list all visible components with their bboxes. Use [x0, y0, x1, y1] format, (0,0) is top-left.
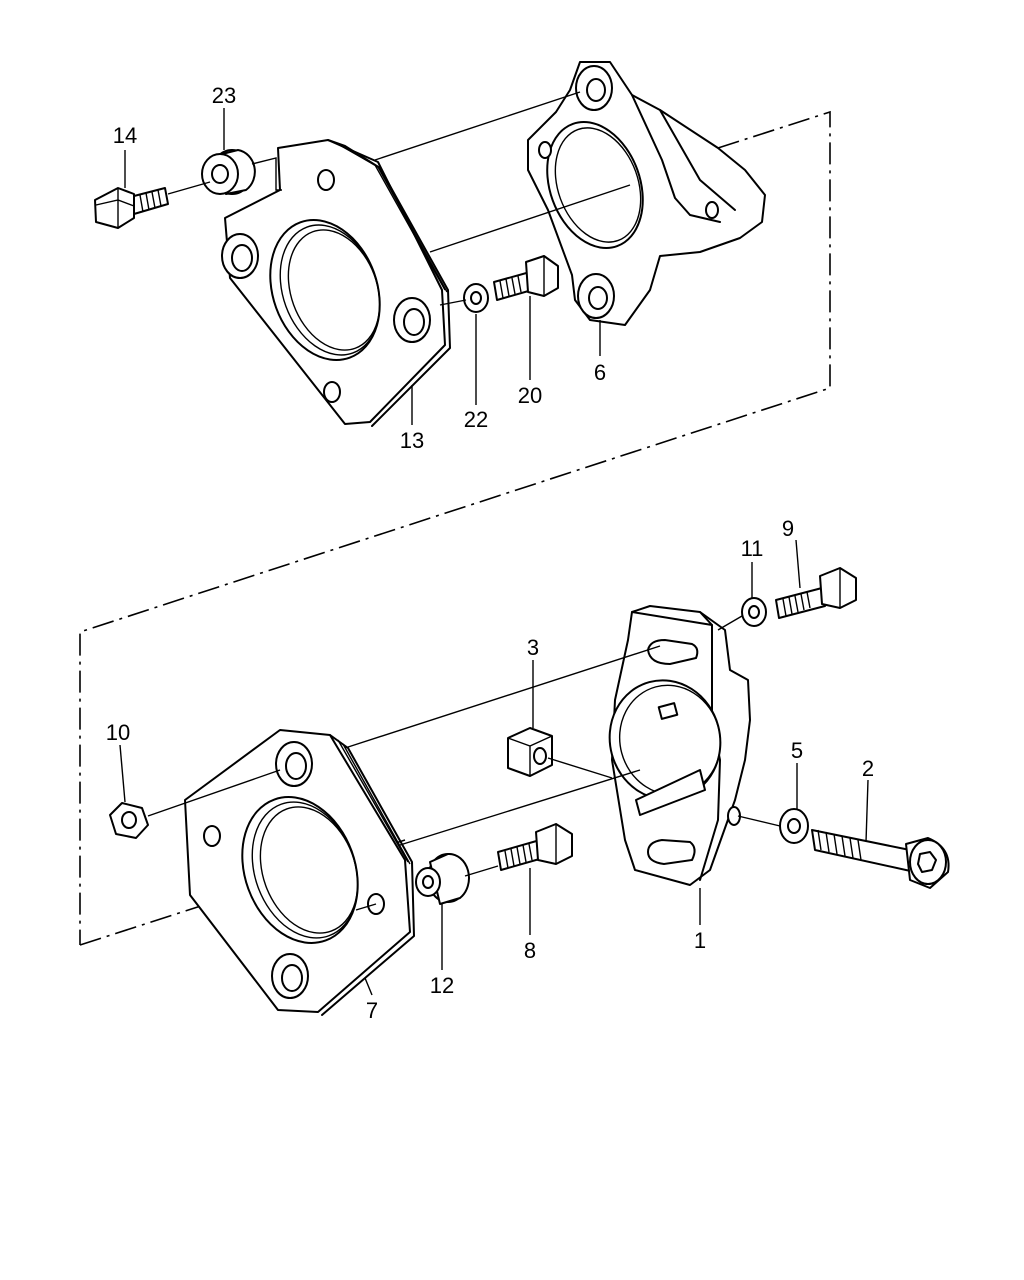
callout-5: 5	[791, 738, 803, 763]
callout-20: 20	[518, 383, 542, 408]
part-8-hex-bolt	[497, 823, 573, 871]
part-23-spacer	[201, 149, 256, 195]
callout-11: 11	[741, 536, 764, 561]
part-6-housing	[527, 61, 766, 326]
callout-1: 1	[694, 928, 706, 953]
callout-labels: 23 14 13 22 20 6 11 9 3 10 5 2 1 8 12 7	[106, 83, 874, 1023]
callout-6: 6	[594, 360, 606, 385]
callout-7: 7	[366, 998, 378, 1023]
callout-8: 8	[524, 938, 536, 963]
part-7-flange-plate	[184, 729, 415, 1016]
callout-23: 23	[212, 83, 236, 108]
callout-3: 3	[527, 635, 539, 660]
part-14-hex-bolt	[94, 187, 169, 229]
part-3-square-nut	[507, 727, 553, 777]
part-1-bracket	[608, 605, 751, 886]
part-20-hex-bolt	[493, 255, 559, 301]
alignment-lines-upper	[167, 91, 631, 306]
assembly-boundary-lower	[79, 839, 406, 946]
part-9-hex-bolt	[775, 567, 857, 619]
callout-9: 9	[782, 516, 794, 541]
part-12-bushing	[415, 852, 470, 905]
part-11-washer	[741, 597, 767, 627]
callout-14: 14	[113, 123, 137, 148]
callout-2: 2	[862, 756, 874, 781]
alignment-lines-lower	[147, 615, 781, 911]
part-13-flange-plate	[221, 139, 451, 427]
callout-10: 10	[106, 720, 130, 745]
callout-12: 12	[430, 973, 454, 998]
part-22-washer	[463, 283, 489, 313]
part-2-socket-cap-screw	[811, 829, 950, 889]
part-5-washer	[779, 808, 809, 844]
part-10-hex-nut	[109, 802, 149, 839]
callout-13: 13	[400, 428, 424, 453]
assembly-boundary-upper	[79, 110, 831, 945]
leader-lines	[119, 108, 869, 996]
callout-22: 22	[464, 407, 488, 432]
